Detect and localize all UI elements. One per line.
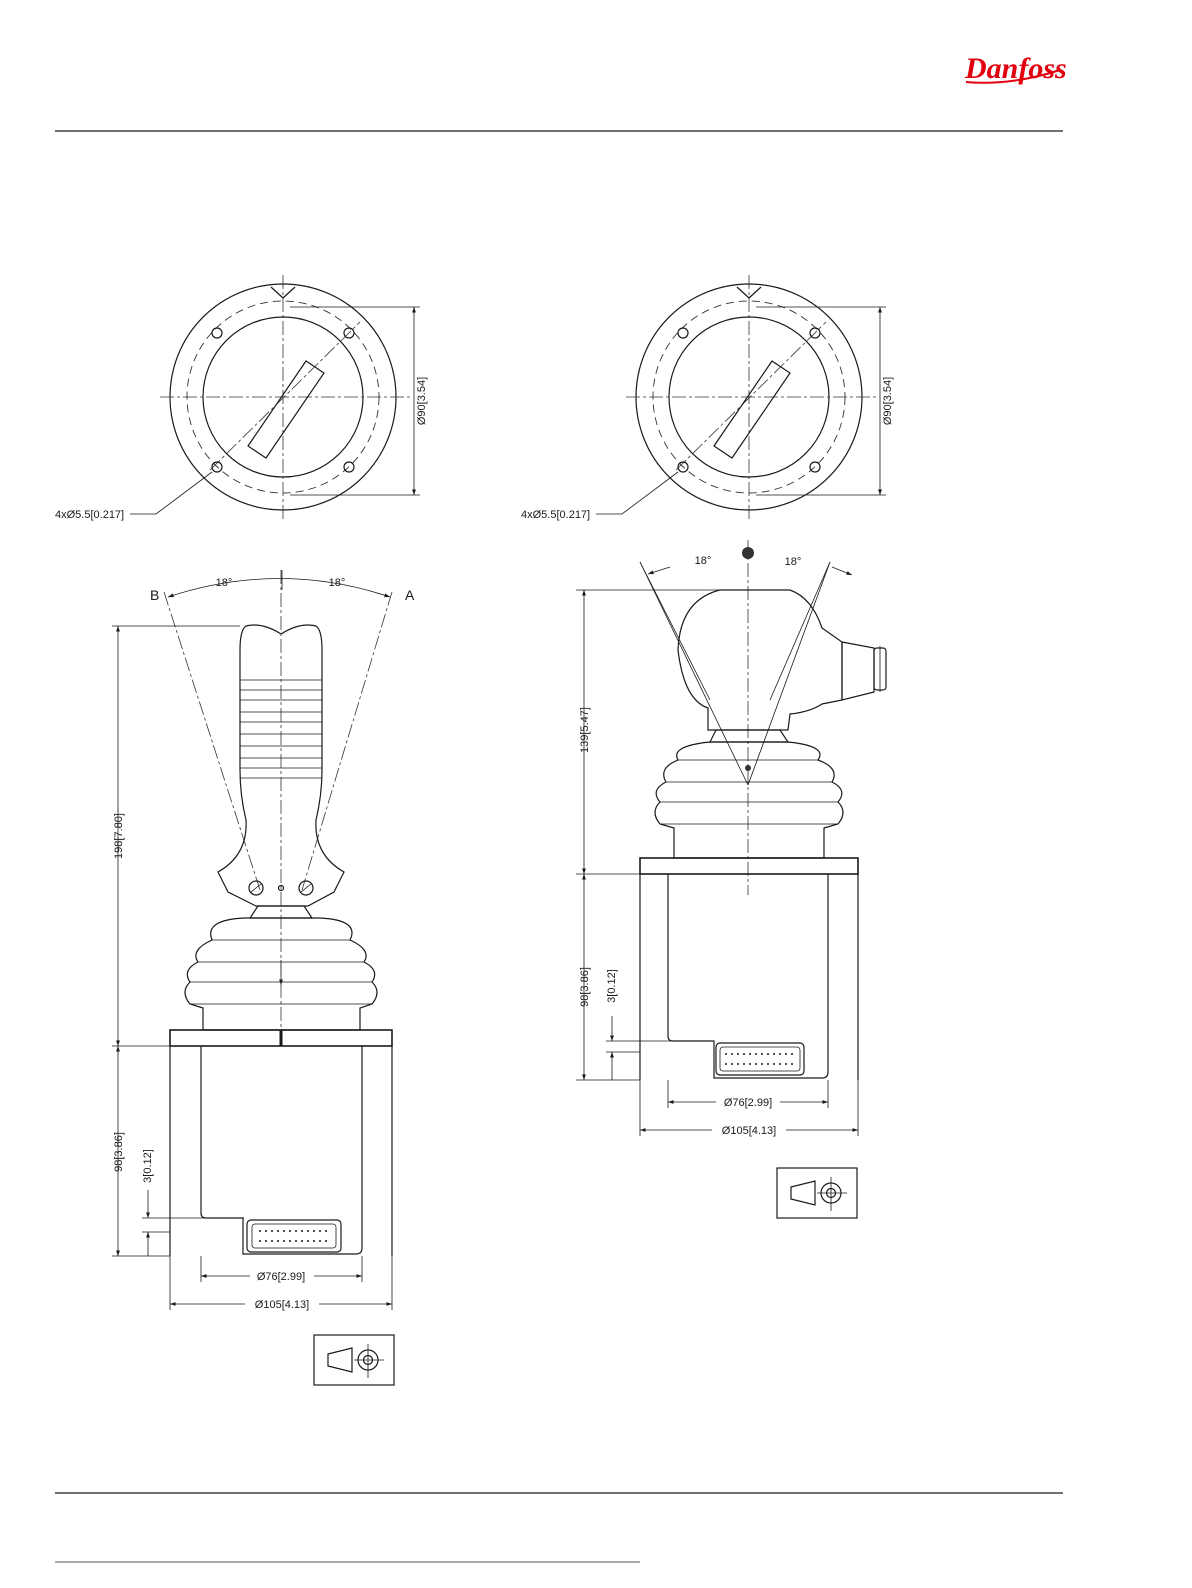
right-inner-diameter-dim: Ø76[2.99] (724, 1097, 772, 1109)
right-angle-right: 18° (785, 556, 802, 568)
left-outer-diameter-dim: Ø105[4.13] (255, 1299, 309, 1311)
direction-a-label: A (405, 587, 415, 603)
left-housing (201, 1046, 362, 1254)
left-top-view: Ø90[3.54] 4xØ5.5[0.217] (55, 275, 428, 521)
right-handle-head (678, 590, 842, 730)
left-side-view: 18° 18° B A (112, 570, 415, 1385)
left-step-height-dim: 3[0.12] (142, 1149, 154, 1183)
right-connector-pins (725, 1053, 793, 1065)
left-bolt-circle-dim: Ø90[3.54] (416, 377, 428, 425)
right-flange (640, 858, 858, 874)
right-bellows (655, 742, 843, 858)
right-angle-left: 18° (695, 555, 712, 567)
right-connector (716, 1043, 804, 1075)
left-connector-pins (259, 1230, 327, 1242)
projection-symbol-icon (777, 1168, 857, 1218)
left-angle-a: 18° (329, 577, 346, 589)
direction-b-label: B (150, 587, 159, 603)
right-outer-diameter-dim: Ø105[4.13] (722, 1125, 776, 1137)
right-bolt-circle-dim: Ø90[3.54] (882, 377, 894, 425)
danfoss-logo-icon: Danfoss (964, 52, 1067, 85)
left-housing-height-dim: 98[3.86] (113, 1132, 125, 1172)
right-top-view: Ø90[3.54] 4xØ5.5[0.217] (521, 275, 894, 521)
right-bolt-holes-dim: 4xØ5.5[0.217] (521, 509, 590, 521)
right-step-height-dim: 3[0.12] (606, 969, 618, 1003)
right-housing-height-dim: 98[3.86] (579, 967, 591, 1007)
left-angle-b: 18° (216, 577, 233, 589)
left-bolt-holes-dim: 4xØ5.5[0.217] (55, 509, 124, 521)
left-inner-diameter-dim: Ø76[2.99] (257, 1271, 305, 1283)
overall-height-dim: 198[7.80] (113, 813, 125, 859)
right-side-view: 18° 18° 139[5.47] 9 (576, 540, 886, 1218)
handle-height-dim: 139[5.47] (579, 707, 591, 753)
left-connector (247, 1220, 341, 1252)
projection-symbol-icon (314, 1335, 394, 1385)
